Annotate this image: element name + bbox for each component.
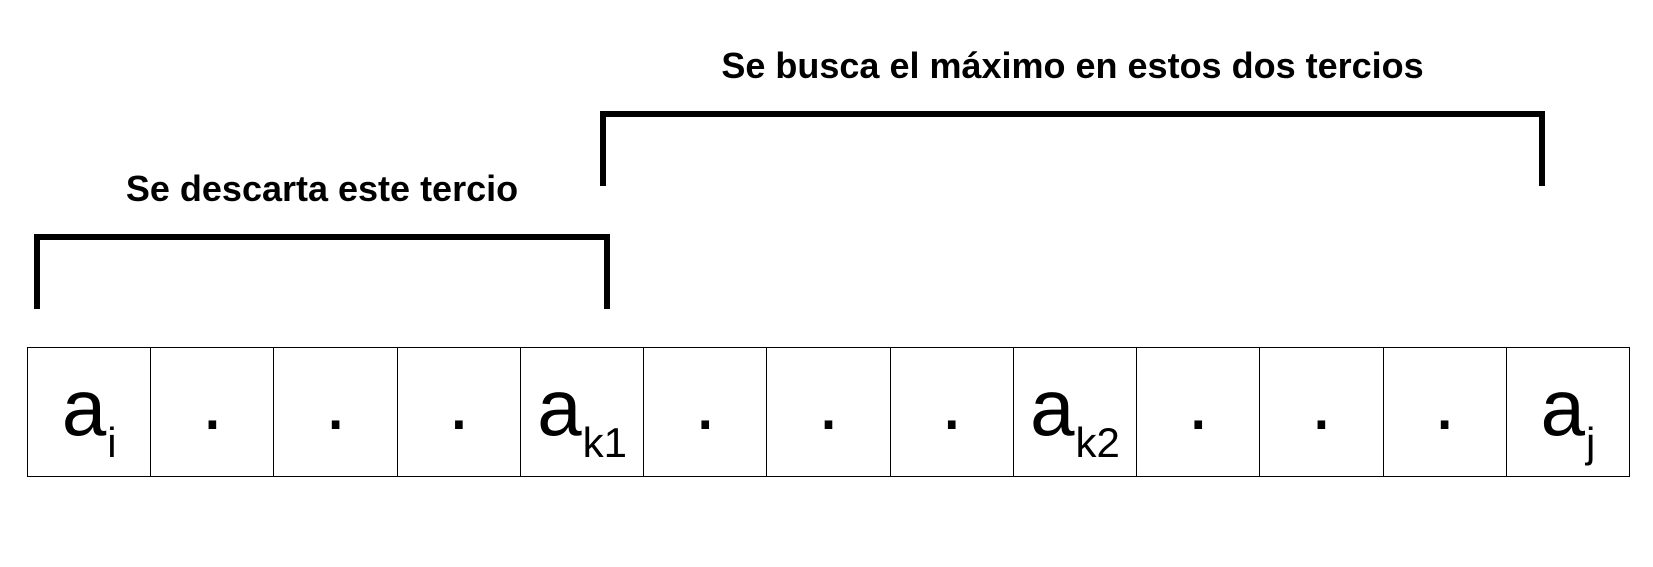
- array-cell: .: [891, 348, 1014, 476]
- kept-thirds-label: Se busca el máximo en estos dos tercios: [721, 45, 1424, 86]
- array-cell: ak2: [1014, 348, 1138, 476]
- array-cell: .: [1260, 348, 1384, 476]
- array-cell: .: [767, 348, 891, 476]
- ellipsis-dot: .: [447, 357, 470, 446]
- discarded-third-bracket: [34, 234, 610, 309]
- array-cell: .: [151, 348, 275, 476]
- cell-subscript: j: [1585, 419, 1596, 466]
- ellipsis-dot: .: [1310, 357, 1333, 446]
- array-cell: .: [398, 348, 521, 476]
- ellipsis-dot: .: [1187, 357, 1210, 446]
- ellipsis-dot: .: [694, 357, 717, 446]
- ellipsis-dot: .: [1433, 357, 1456, 446]
- cell-symbol: a: [1030, 363, 1075, 452]
- cell-symbol: a: [1540, 363, 1585, 452]
- cell-symbol: a: [537, 363, 582, 452]
- array-cell: ak1: [521, 348, 645, 476]
- cell-symbol: a: [61, 363, 107, 452]
- ellipsis-dot: .: [324, 357, 347, 446]
- ellipsis-dot: .: [817, 357, 840, 446]
- array-cell: .: [644, 348, 768, 476]
- array-row: ai . . . ak1 . . . ak2 . . . aj: [27, 347, 1630, 477]
- discarded-third-label: Se descarta este tercio: [125, 168, 519, 209]
- ellipsis-dot: .: [940, 357, 963, 446]
- cell-subscript: k2: [1075, 419, 1120, 466]
- array-cell: .: [1384, 348, 1507, 476]
- array-cell: .: [274, 348, 398, 476]
- array-cell: ai: [28, 348, 152, 476]
- ellipsis-dot: .: [201, 357, 224, 446]
- array-cell: aj: [1507, 348, 1630, 476]
- array-cell: .: [1137, 348, 1261, 476]
- cell-subscript: i: [107, 419, 117, 466]
- kept-thirds-bracket: [600, 111, 1545, 186]
- cell-subscript: k1: [582, 419, 627, 466]
